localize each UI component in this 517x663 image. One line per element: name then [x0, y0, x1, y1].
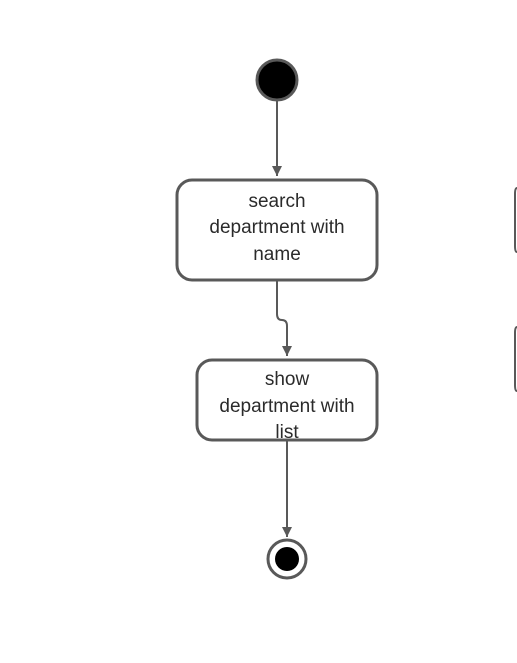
action-box: [175, 178, 379, 282]
initial-node[interactable]: [255, 58, 299, 102]
action-label-line: search: [248, 191, 305, 212]
edge-search-to-show: [276, 281, 292, 356]
action-show-department[interactable]: show department with list: [195, 358, 379, 443]
action-label-line: department with: [219, 396, 354, 417]
offscreen-shape-top: [514, 187, 517, 253]
offscreen-shape-bottom: [514, 326, 517, 392]
action-label-line: show: [265, 369, 310, 390]
action-label-line: name: [253, 244, 301, 265]
final-node[interactable]: [266, 538, 308, 580]
final-node-core: [275, 547, 299, 571]
action-label-line: list: [275, 422, 299, 443]
action-search-department[interactable]: search department with name: [175, 178, 379, 282]
action-label-line: department with: [209, 217, 344, 238]
action-box: [195, 358, 379, 442]
